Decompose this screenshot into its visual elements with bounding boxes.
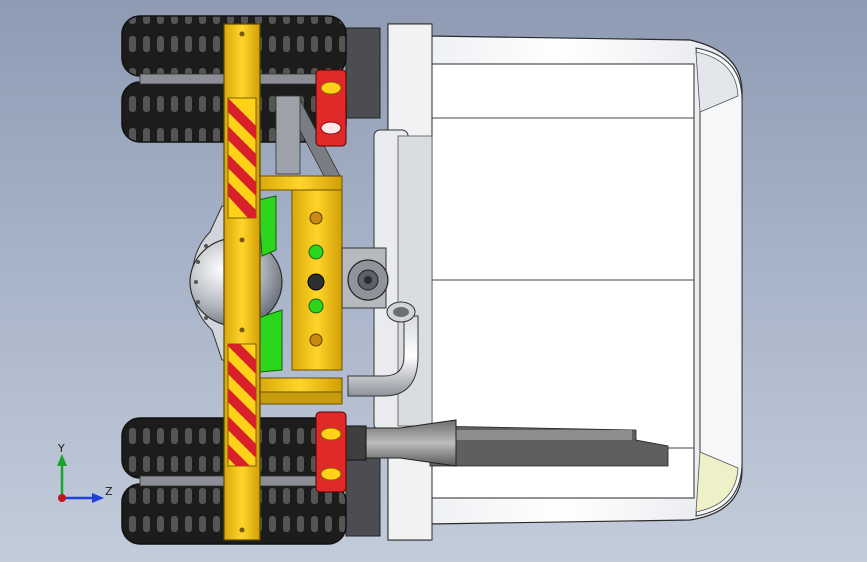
cab-sill-shadow-top — [430, 430, 632, 440]
bumper-bolts — [239, 31, 245, 533]
frame-rail-lower-2 — [257, 391, 343, 405]
cab-front-corner-top — [695, 51, 739, 113]
triad-x-axis — [58, 494, 66, 502]
intake-duct-collar — [345, 425, 367, 461]
warning-stripes-lower — [227, 343, 257, 467]
cab-rear-block-bottom — [345, 445, 381, 537]
warning-stripes-upper — [227, 97, 257, 219]
cab-front-bumper — [695, 47, 743, 517]
triad-z-label: Z — [105, 485, 113, 498]
hydraulic-pump — [341, 247, 389, 309]
differential-bolts — [194, 244, 208, 320]
linkage-bar — [275, 95, 301, 175]
triad-z-axis — [62, 493, 104, 503]
frame-components[interactable] — [257, 95, 457, 467]
exhaust-elbow-pipe — [347, 315, 419, 397]
cab[interactable] — [345, 23, 743, 541]
cab-front-corner-bottom — [695, 451, 739, 513]
tail-lamp-top — [315, 69, 347, 147]
exhaust-pipe-end-inner — [393, 307, 409, 317]
triad-y-label: Y — [57, 442, 65, 455]
triad-y-axis — [57, 454, 67, 498]
tail-lamp-bottom — [315, 411, 347, 493]
cab-roof-panel — [431, 63, 695, 499]
pto-block-holes — [307, 211, 325, 347]
frame-rail-lower — [257, 377, 343, 393]
rear-bumper-beam[interactable] — [223, 23, 261, 541]
green-hydraulic-upper — [257, 195, 277, 257]
tail-lamps[interactable] — [315, 69, 347, 493]
cab-rear-block-top — [345, 27, 381, 119]
coordinate-triad: Y Z — [57, 442, 113, 503]
green-hydraulic-lower — [257, 309, 283, 373]
frame-rail-upper — [257, 175, 343, 191]
